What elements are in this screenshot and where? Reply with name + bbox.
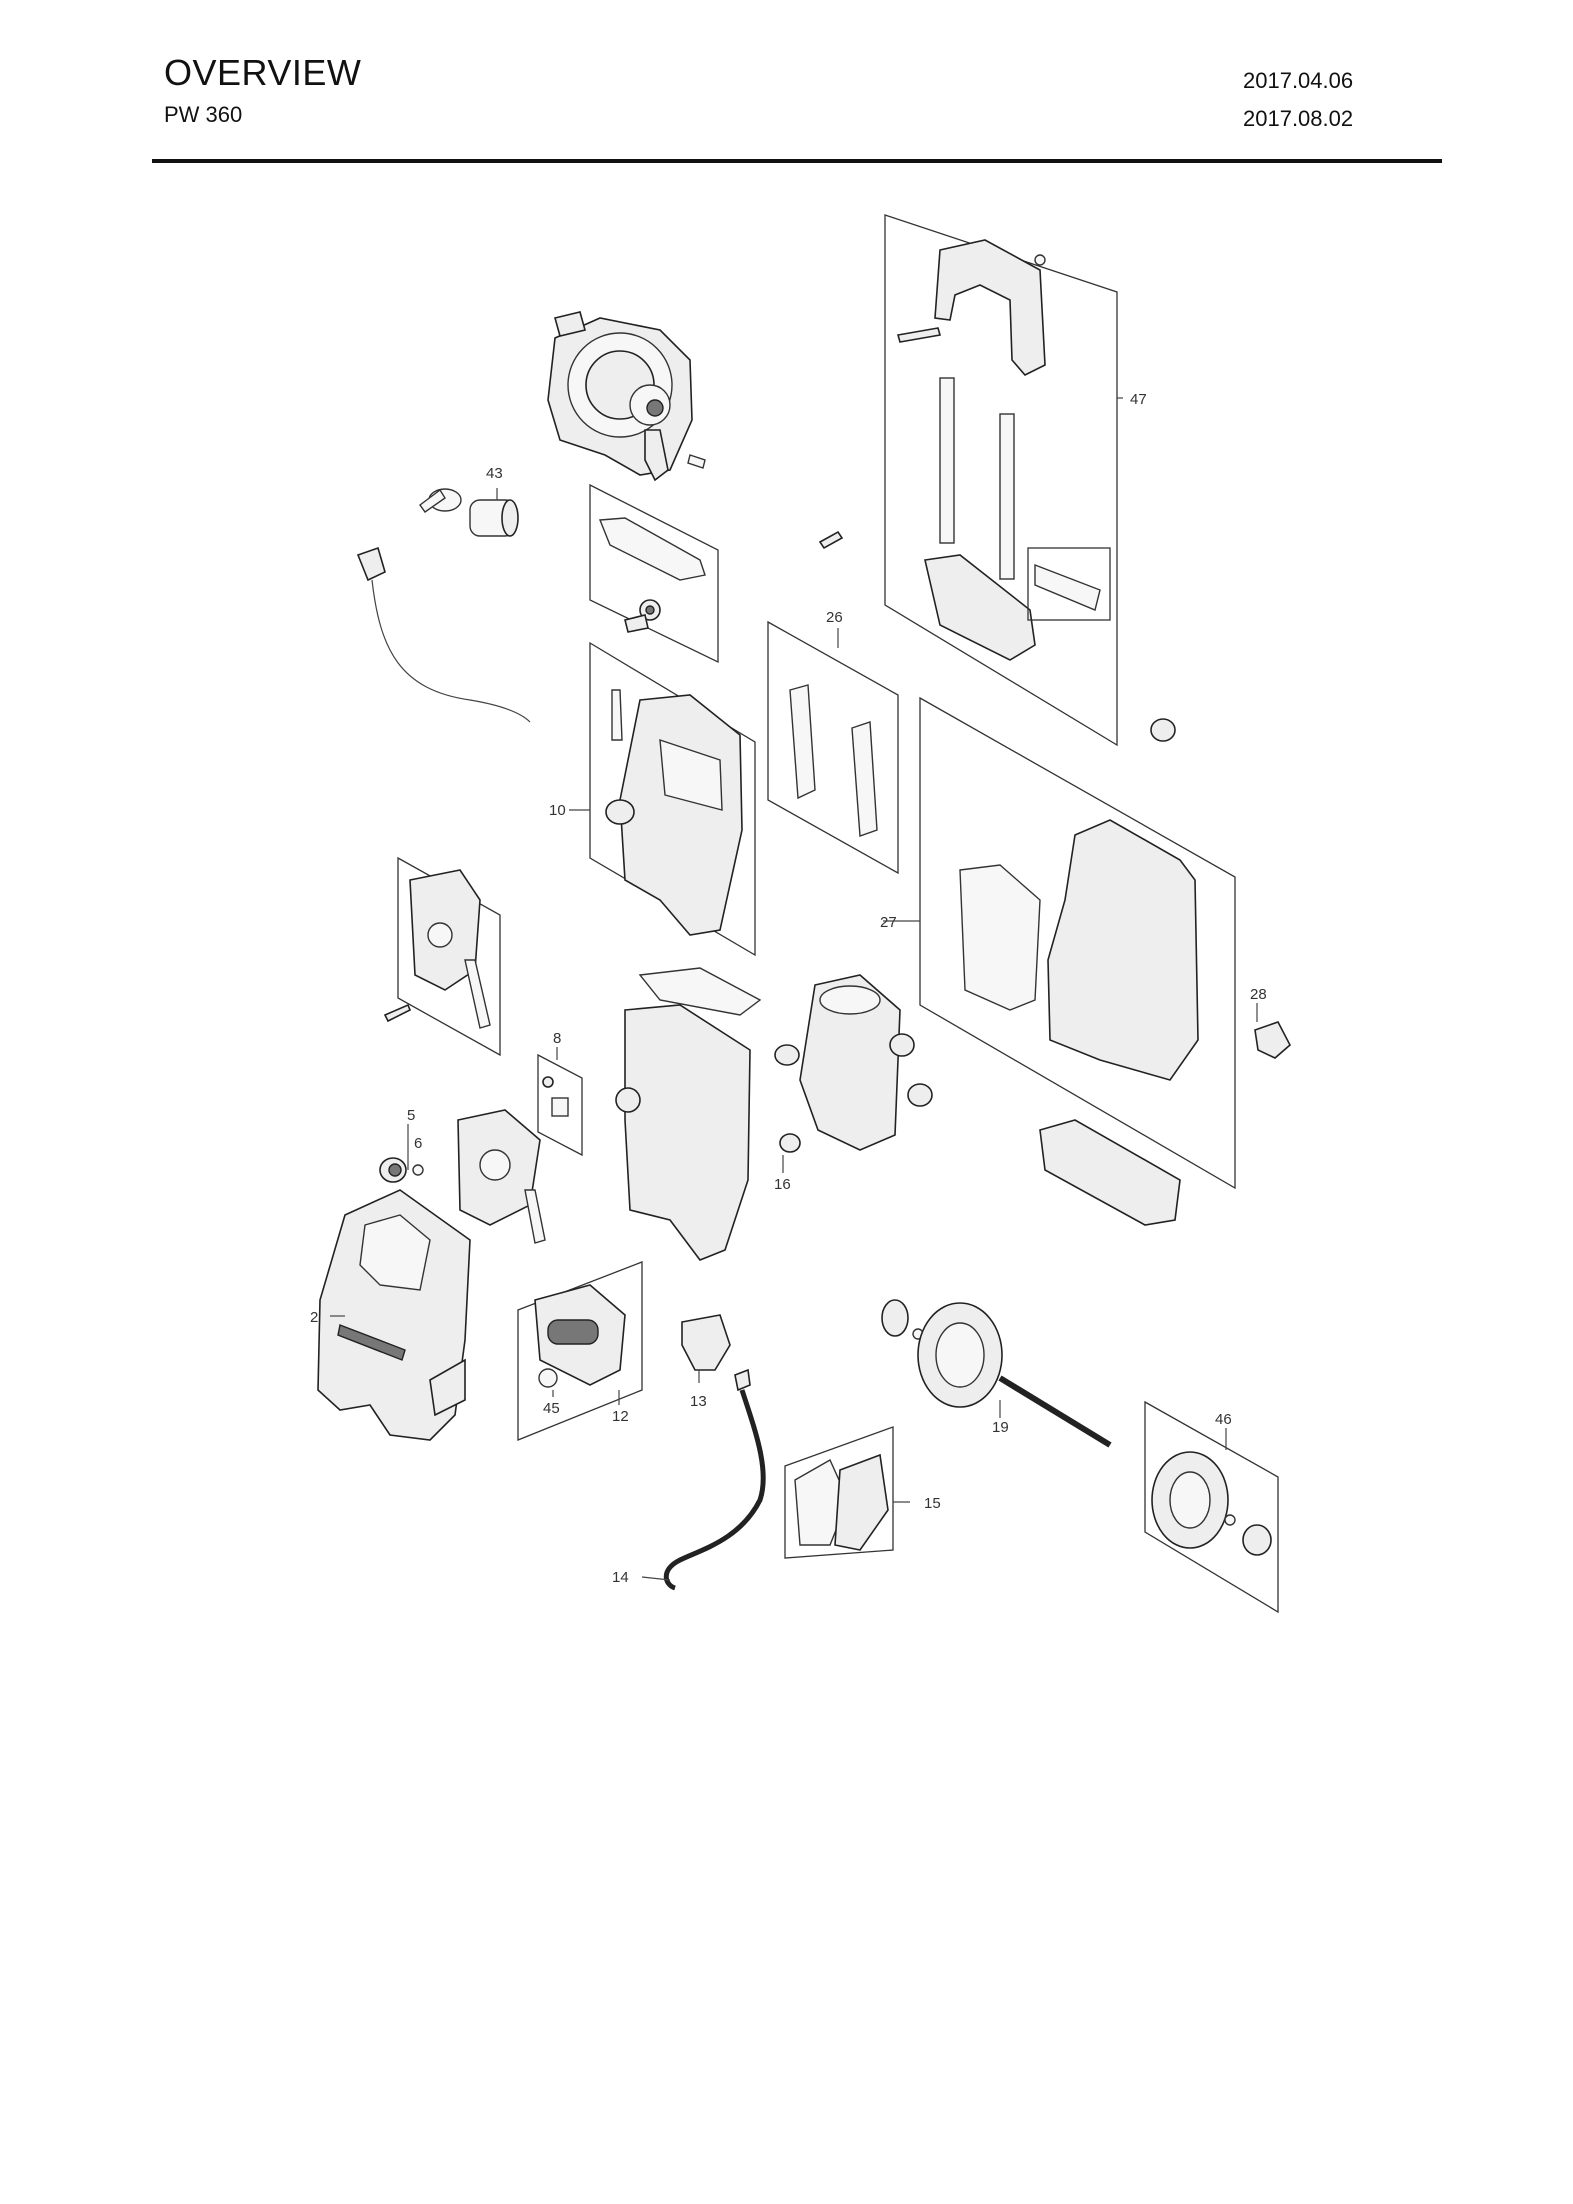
handle-assembly [884, 214, 1118, 747]
callout-5: 5 [407, 1107, 415, 1124]
callout-16: 16 [774, 1176, 791, 1193]
housing-10-frame [589, 641, 756, 957]
callout-43: 43 [486, 465, 503, 482]
leader-lines [330, 397, 1258, 1581]
hose-reel-assembly [547, 311, 706, 482]
callout-6: 6 [414, 1135, 422, 1152]
power-cord [356, 546, 531, 723]
cover-plate-frame [589, 483, 719, 664]
front-cover-2 [317, 1189, 471, 1441]
chassis-27-frame [919, 696, 1236, 1226]
switch-panel-cover [457, 1109, 546, 1244]
callout-19: 19 [992, 1419, 1009, 1436]
wheel-and-axle-19 [881, 1299, 1112, 1448]
callout-13: 13 [690, 1393, 707, 1410]
callout-28: 28 [1250, 986, 1267, 1003]
callout-14: 14 [612, 1569, 629, 1586]
wheel-46-frame [1144, 1400, 1279, 1614]
hose-14 [663, 1368, 766, 1591]
callout-46: 46 [1215, 1411, 1232, 1428]
part-28 [1254, 1021, 1292, 1059]
small-screw [818, 530, 844, 550]
callout-8: 8 [553, 1030, 561, 1047]
callout-45: 45 [543, 1400, 560, 1417]
callout-27: 27 [880, 914, 897, 931]
front-panel-frame [383, 856, 501, 1057]
part-13 [681, 1314, 731, 1371]
control-12-frame [517, 1261, 643, 1441]
filter-43-part [419, 488, 519, 537]
callout-10: 10 [549, 802, 566, 819]
callout-47: 47 [1130, 391, 1147, 408]
header-rule [152, 159, 1442, 163]
date-created: 2017.04.06 [1243, 68, 1354, 93]
callout-2: 2 [310, 1309, 318, 1326]
knob-5-6-part [379, 1157, 424, 1183]
model-name: PW 360 [164, 102, 243, 127]
callout-15: 15 [924, 1495, 941, 1512]
cover-15-frame [784, 1426, 894, 1559]
callout-26: 26 [826, 609, 843, 626]
pump-motor-assembly [615, 967, 933, 1261]
tube-26-frame [767, 620, 899, 875]
callout-12: 12 [612, 1408, 629, 1425]
switch-8-frame [537, 1053, 583, 1157]
wheel-cap [1150, 718, 1176, 742]
page-title: OVERVIEW [164, 52, 362, 93]
date-revised: 2017.08.02 [1243, 106, 1354, 131]
